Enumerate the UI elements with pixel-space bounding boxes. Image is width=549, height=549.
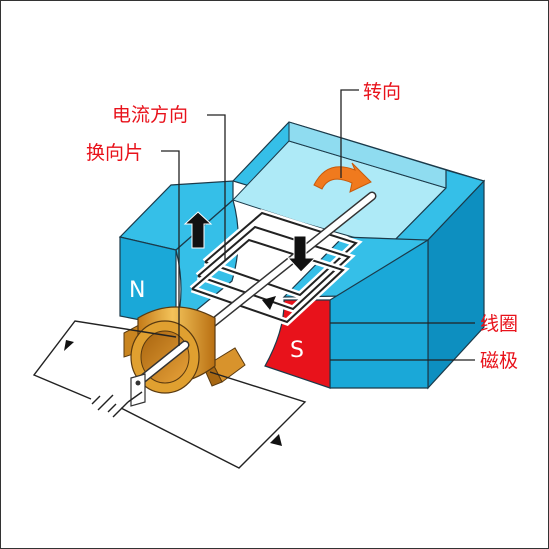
brush [130, 373, 146, 407]
north-pole-label: N [129, 278, 145, 303]
leader-lines [161, 89, 475, 361]
battery-plate-2 [97, 394, 114, 411]
rotation-arrow [313, 162, 372, 193]
coil-loop-2 [197, 225, 351, 311]
coil-direction-arrow [262, 296, 276, 310]
wire-right [120, 371, 307, 469]
circuit-arrow-left [64, 340, 74, 351]
south-pole-label: S [290, 338, 304, 363]
label-coil: 线圈 [480, 313, 518, 335]
circuit-arrow-right [270, 434, 282, 446]
label-current-direction: 电流方向 [112, 104, 188, 126]
current-down-arrow [286, 235, 317, 273]
commutator [123, 306, 246, 407]
current-up-arrow [183, 211, 213, 249]
leader-rotation [340, 89, 359, 178]
battery-plate-3 [107, 403, 117, 413]
wire-left [32, 320, 177, 400]
coil-loop-3 [191, 238, 345, 324]
leader-commutator [161, 150, 180, 346]
battery-plate-4 [112, 401, 129, 418]
wire-to-brush [127, 391, 143, 403]
label-commutator: 换向片 [86, 142, 143, 164]
battery-plate-1 [91, 395, 101, 405]
label-rotation: 转向 [363, 81, 401, 103]
external-circuit [32, 320, 307, 469]
leader-current-direction [207, 114, 226, 260]
label-magnetic-pole: 磁极 [480, 350, 518, 372]
